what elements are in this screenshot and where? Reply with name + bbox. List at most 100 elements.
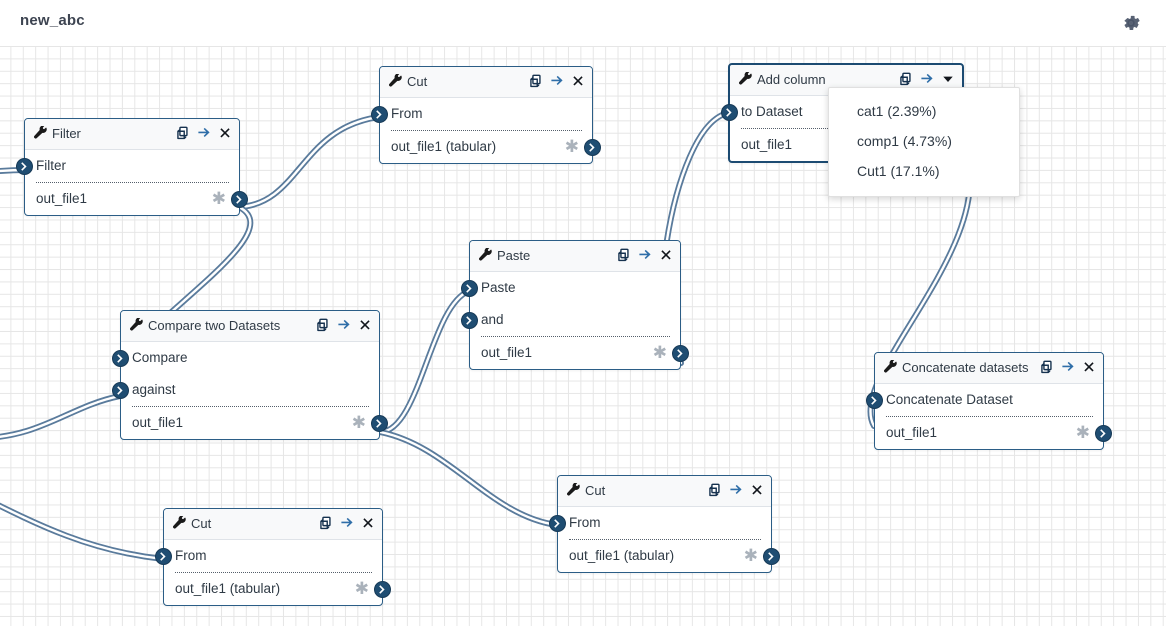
node-header[interactable]: Filter xyxy=(25,119,239,150)
output-dropdown-menu[interactable]: cat1 (2.39%) comp1 (4.73%) Cut1 (17.1%) xyxy=(828,87,1020,197)
copy-icon[interactable] xyxy=(529,74,543,88)
input-terminal[interactable] xyxy=(371,106,388,123)
dropdown-item[interactable]: cat1 (2.39%) xyxy=(857,103,937,119)
close-icon[interactable] xyxy=(218,126,232,140)
node-input-row[interactable]: From xyxy=(155,540,382,572)
connection-edge[interactable] xyxy=(236,114,382,210)
asterisk-icon[interactable]: ✱ xyxy=(743,546,758,565)
input-terminal[interactable] xyxy=(721,104,738,121)
node-input-row[interactable]: Concatenate Dataset xyxy=(866,384,1103,416)
asterisk-icon[interactable]: ✱ xyxy=(564,137,579,156)
copy-icon[interactable] xyxy=(316,318,330,332)
node-header-actions xyxy=(319,516,375,530)
output-terminal[interactable] xyxy=(672,345,689,362)
node-header-actions xyxy=(617,248,673,262)
input-terminal[interactable] xyxy=(549,515,566,532)
copy-icon[interactable] xyxy=(176,126,190,140)
arrow-right-icon xyxy=(198,127,210,138)
arrow-right-icon[interactable] xyxy=(1061,360,1075,374)
dropdown-item[interactable]: comp1 (4.73%) xyxy=(857,133,952,149)
asterisk-icon[interactable]: ✱ xyxy=(652,343,667,362)
input-terminal[interactable] xyxy=(112,382,129,399)
node-output-row[interactable]: out_file1✱ xyxy=(875,417,1112,449)
node-header-actions xyxy=(708,483,764,497)
input-terminal[interactable] xyxy=(866,392,883,409)
copy-icon[interactable] xyxy=(319,516,333,530)
arrow-right-icon[interactable] xyxy=(550,74,564,88)
arrow-right-icon[interactable] xyxy=(197,126,211,140)
output-terminal[interactable] xyxy=(584,139,601,156)
asterisk-icon[interactable]: ✱ xyxy=(351,413,366,432)
close-icon[interactable] xyxy=(659,248,673,262)
node-output-row[interactable]: out_file1✱ xyxy=(25,183,248,215)
dropdown-item[interactable]: Cut1 (17.1%) xyxy=(857,163,940,179)
copy-icon[interactable] xyxy=(899,72,913,86)
input-terminal[interactable] xyxy=(461,312,478,329)
input-terminal[interactable] xyxy=(155,548,172,565)
close-icon[interactable] xyxy=(750,483,764,497)
node-input-row[interactable]: against xyxy=(112,374,379,406)
node-output-row[interactable]: out_file1 (tabular)✱ xyxy=(164,573,391,605)
node-input-row[interactable]: to Dataset xyxy=(721,96,962,128)
node-input-row[interactable]: Paste xyxy=(461,272,680,304)
output-terminal[interactable] xyxy=(1095,425,1112,442)
connection-edge[interactable] xyxy=(377,288,472,435)
node-input-row[interactable]: Filter xyxy=(16,150,239,182)
asterisk-icon[interactable]: ✱ xyxy=(1075,423,1090,442)
asterisk-icon[interactable]: ✱ xyxy=(211,189,226,208)
chevron-right-icon xyxy=(376,110,382,119)
node-header[interactable]: Cut xyxy=(558,476,771,507)
node-input-row[interactable]: From xyxy=(549,507,771,539)
connection-edge-highlight xyxy=(378,289,471,434)
chevron-right-icon xyxy=(160,552,166,561)
input-terminal[interactable] xyxy=(16,158,33,175)
arrow-right-icon[interactable] xyxy=(337,318,351,332)
node-input-row[interactable]: and xyxy=(461,304,680,336)
node-output-row[interactable]: out_file1 (tabular)✱ xyxy=(558,540,780,572)
input-terminal[interactable] xyxy=(112,350,129,367)
close-icon[interactable] xyxy=(1082,360,1096,374)
close-icon[interactable] xyxy=(571,74,585,88)
node-header[interactable]: Compare two Datasets xyxy=(121,311,379,342)
node-output-row[interactable]: out_file1 (tabular)✱ xyxy=(380,131,601,163)
copy-icon[interactable] xyxy=(617,248,631,262)
close-icon[interactable] xyxy=(358,318,372,332)
chevron-down-icon[interactable] xyxy=(941,72,955,86)
node-output-row[interactable]: out_file1✱ xyxy=(470,337,689,369)
arrow-right-icon[interactable] xyxy=(340,516,354,530)
output-terminal[interactable] xyxy=(374,581,391,598)
node-header[interactable]: Paste xyxy=(470,241,680,272)
gear-icon[interactable] xyxy=(1120,12,1142,34)
output-terminal[interactable] xyxy=(231,191,248,208)
node-header[interactable]: Cut xyxy=(164,509,382,540)
arrow-right-icon[interactable] xyxy=(638,248,652,262)
output-terminal[interactable] xyxy=(371,415,388,432)
copy-icon[interactable] xyxy=(1040,360,1054,374)
node-header[interactable]: Concatenate datasets xyxy=(875,353,1103,384)
node-output-row[interactable]: out_file1✱ xyxy=(121,407,388,439)
close-icon xyxy=(1084,362,1094,372)
close-icon[interactable] xyxy=(361,516,375,530)
node-input-row[interactable]: From xyxy=(371,98,592,130)
node-header[interactable]: Cut xyxy=(380,67,592,98)
arrow-right-icon[interactable] xyxy=(920,72,934,86)
node-input-row[interactable]: Compare xyxy=(112,342,379,374)
output-terminal[interactable] xyxy=(763,548,780,565)
connection-edge-highlight xyxy=(0,504,165,561)
chevron-right-icon xyxy=(871,396,877,405)
asterisk-icon[interactable]: ✱ xyxy=(354,579,369,598)
copy-icon[interactable] xyxy=(708,483,722,497)
arrow-right-icon[interactable] xyxy=(729,483,743,497)
input-terminal[interactable] xyxy=(461,280,478,297)
connection-edge[interactable] xyxy=(0,496,166,562)
